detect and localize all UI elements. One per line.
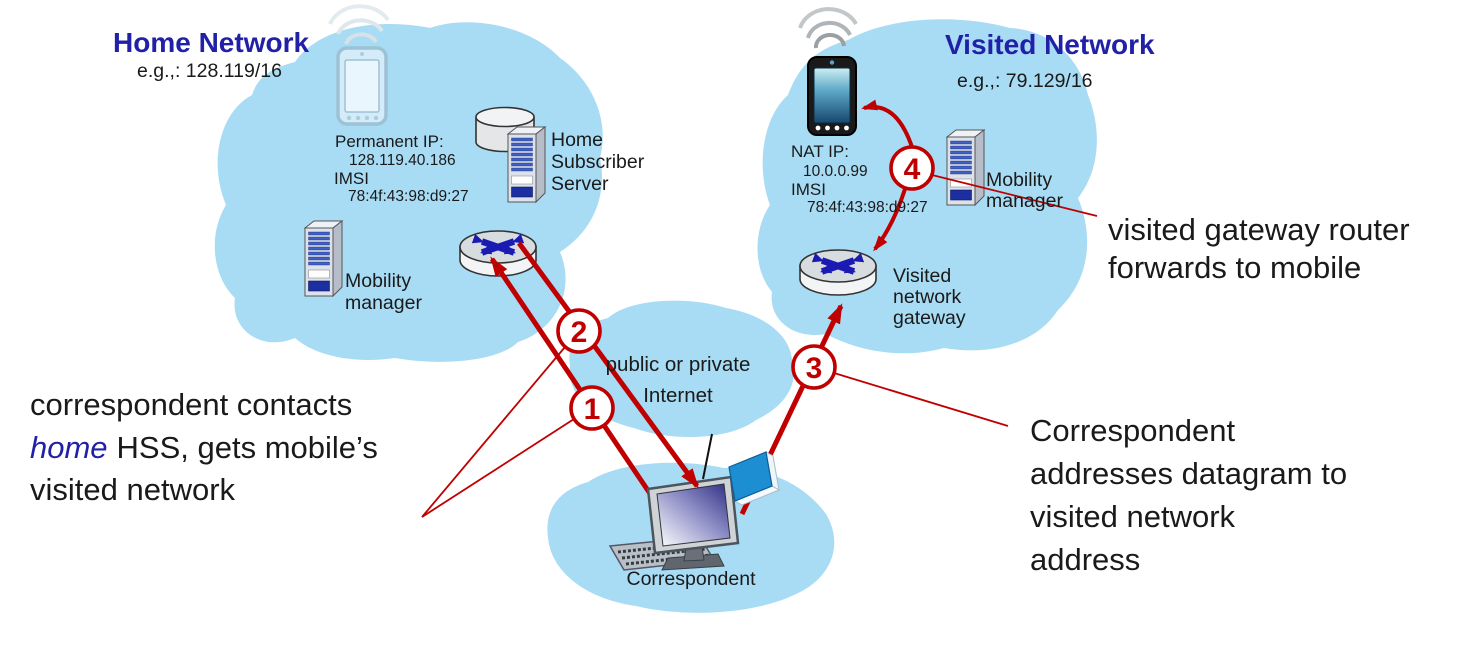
- callout-line-step3: [833, 372, 1009, 427]
- step-circle-3: 3: [791, 344, 837, 390]
- hss-label-line3: Server: [551, 173, 609, 195]
- callout-line-left-a: [421, 346, 566, 518]
- left-annotation-line2: home HSS, gets mobile’s: [30, 430, 378, 465]
- visited-mobility-label-line1: Mobility: [986, 169, 1052, 191]
- home-phone-imsi-label: IMSI: [334, 169, 369, 188]
- visited-phone-nat-label: NAT IP:: [791, 142, 849, 161]
- correspondent-computer-icon: [608, 475, 740, 571]
- visited-mobility-label-line2: manager: [986, 190, 1063, 212]
- left-annotation-line3: visited network: [30, 472, 236, 507]
- visited-phone-nat-value: 10.0.0.99: [803, 163, 868, 180]
- hss-label-line2: Subscriber: [551, 151, 645, 173]
- home-network-subnet: e.g.,: 128.119/16: [137, 60, 282, 82]
- visited-gateway-label-line1: Visited: [893, 265, 951, 287]
- right-bottom-annotation-line3: visited network: [1030, 499, 1236, 534]
- home-mobility-server-icon: [304, 220, 343, 297]
- home-phone-ghost-icon: [328, 4, 390, 126]
- home-mobility-label-line2: manager: [345, 292, 422, 314]
- right-bottom-annotation-line4: address: [1030, 542, 1140, 577]
- internet-label-line1: public or private: [606, 353, 751, 376]
- internet-label-line2: Internet: [643, 384, 713, 407]
- internet-wire: [702, 433, 713, 480]
- home-network-title: Home Network: [113, 27, 309, 58]
- home-phone-ip-value: 128.119.40.186: [349, 152, 456, 169]
- visited-phone-icon: [798, 7, 858, 136]
- step-circle-2: 2: [556, 308, 602, 354]
- right-bottom-annotation-line1: Correspondent: [1030, 413, 1235, 448]
- home-phone-imsi-value: 78:4f:43:98:d9:27: [348, 188, 469, 205]
- step-circle-4: 4: [889, 145, 935, 191]
- right-bottom-annotation-line2: addresses datagram to: [1030, 456, 1347, 491]
- visited-mobility-server-icon: [946, 129, 985, 206]
- internet-cloud: [569, 300, 794, 438]
- visited-phone-imsi-label: IMSI: [791, 180, 826, 199]
- hss-label-line1: Home: [551, 129, 603, 151]
- right-top-annotation-line2: forwards to mobile: [1108, 250, 1361, 285]
- home-phone-ip-label: Permanent IP:: [335, 132, 444, 151]
- home-mobility-label-line1: Mobility: [345, 270, 411, 292]
- arrow-step4-to-phone: [861, 99, 915, 151]
- visited-gateway-label-line3: gateway: [893, 307, 966, 329]
- arrow-step1: [489, 256, 658, 503]
- datagram-flag-icon: [728, 451, 781, 506]
- left-annotation-line2-rest: HSS, gets mobile’s: [117, 430, 378, 465]
- right-top-annotation-line1: visited gateway router: [1108, 212, 1410, 247]
- step-3-number: 3: [806, 352, 823, 385]
- callout-line-left-b: [421, 418, 575, 518]
- step-2-number: 2: [571, 316, 588, 349]
- step-circle-1: 1: [569, 385, 615, 431]
- left-annotation-line1: correspondent contacts: [30, 387, 352, 422]
- hss-server-icon: [507, 126, 546, 203]
- visited-gateway-router-icon: [800, 250, 876, 295]
- visited-network-title: Visited Network: [945, 29, 1155, 60]
- visited-network-subnet: e.g.,: 79.129/16: [957, 70, 1093, 92]
- arrow-step2: [516, 241, 700, 489]
- left-annotation-home-em: home: [30, 430, 108, 465]
- step-4-number: 4: [904, 153, 921, 186]
- callout-line-step4: [931, 174, 1098, 217]
- visited-phone-imsi-value: 78:4f:43:98:d9:27: [807, 199, 928, 216]
- correspondent-label: Correspondent: [627, 568, 757, 590]
- arrow-step4-to-router: [873, 188, 907, 252]
- visited-gateway-label-line2: network: [893, 286, 962, 308]
- step-1-number: 1: [584, 393, 601, 426]
